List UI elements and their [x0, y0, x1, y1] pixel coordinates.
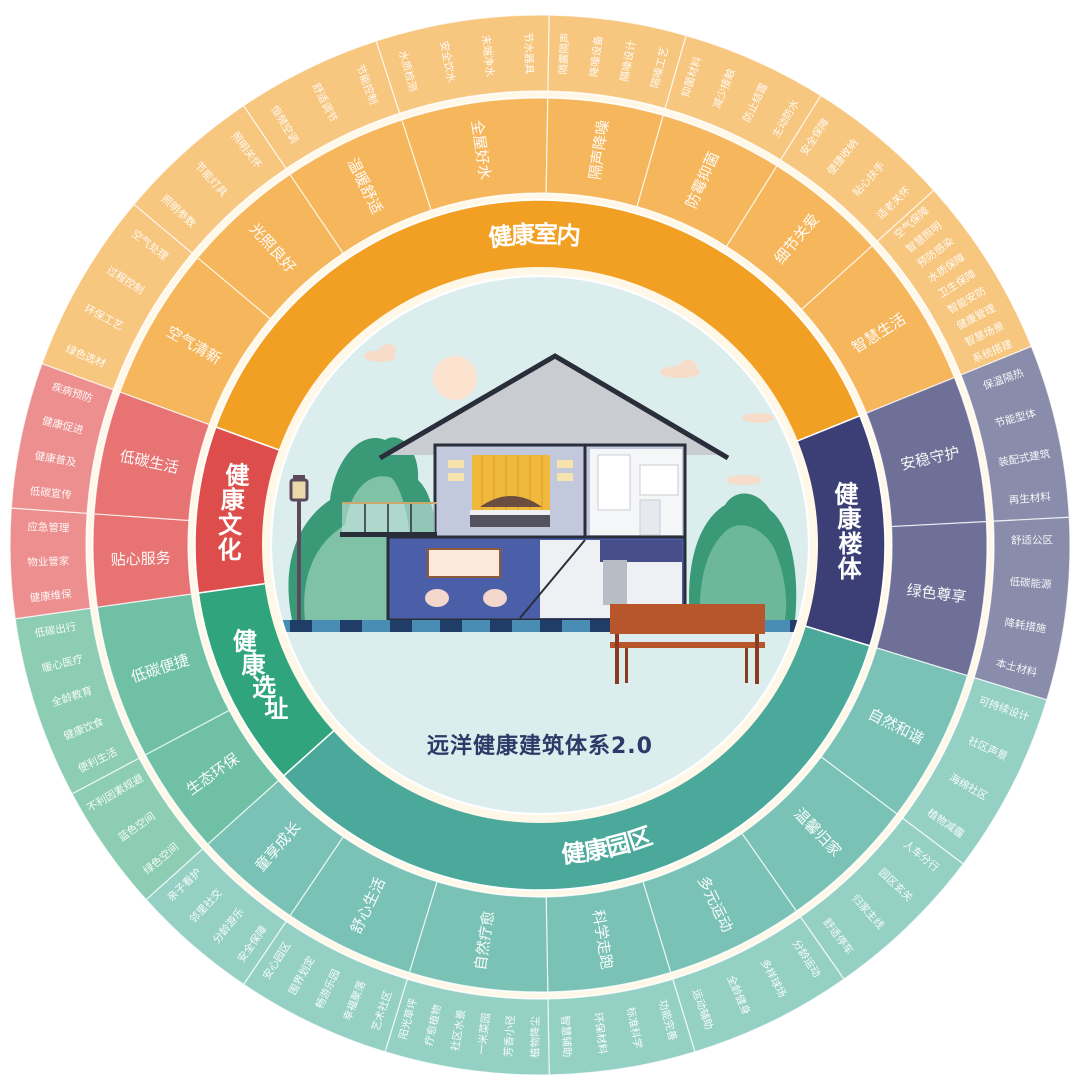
- center-illustration: [272, 277, 808, 813]
- category-label-char: 体: [838, 555, 863, 583]
- category-0: 健康室内空气清新绿色选材环保工艺过程控制空气处理光照良好照明参数节能灯具照明关怀…: [41, 14, 1033, 452]
- item-label: 植物降尘: [529, 1015, 542, 1058]
- item-label: 环保材料: [591, 1012, 609, 1056]
- category-1: 健康楼体安稳守护保温隔热节能型体装配式建筑再生材料绿色尊享舒适公区低碳能源降耗措…: [794, 345, 1071, 701]
- category-label-char: 康: [510, 220, 536, 249]
- category-3: 健康选址生态环保绿色空间蓝色空间不利因素规避低碳便捷便利生活健康饮食全龄教育暖心…: [14, 582, 336, 901]
- category-label-char: 健: [560, 838, 587, 868]
- bench-icon: [610, 604, 765, 684]
- item-label: 一米菜园: [475, 1012, 493, 1055]
- item-label: 舒适公区: [1011, 534, 1053, 547]
- category-label-char: 楼: [838, 530, 862, 558]
- fridge: [603, 560, 627, 605]
- item-group-segment: [10, 362, 115, 514]
- item-label: 低碳宣传: [29, 484, 72, 501]
- category-label-char: 健: [225, 462, 249, 490]
- category-label-char: 室: [534, 220, 559, 248]
- category-label-char: 康: [837, 505, 862, 533]
- subcategory-segment: [93, 391, 210, 522]
- diagram-title: 远洋健康建筑体系2.0: [427, 734, 653, 759]
- category-label-char: 址: [264, 695, 288, 723]
- item-label: 降噪设备: [587, 34, 605, 78]
- rings-layer: 健康室内空气清新绿色选材环保工艺过程控制空气处理光照良好照明参数节能灯具照明关怀…: [8, 13, 1072, 1077]
- category-label-char: 健: [487, 222, 514, 253]
- item-label: 节水器具: [522, 32, 535, 75]
- item-label: 物业管家: [27, 554, 70, 568]
- category-label-char: 康: [242, 651, 267, 679]
- category-label-char: 健: [233, 627, 257, 655]
- item-label: 低碳能源: [1009, 575, 1052, 591]
- item-label: 再生材料: [1008, 490, 1052, 507]
- item-label: 末端净水: [479, 34, 496, 78]
- category-label-char: 健: [834, 480, 858, 508]
- ring-divider: [87, 92, 993, 998]
- house-illustration: [272, 353, 808, 684]
- tree-right-icon: [689, 493, 797, 620]
- bed: [470, 513, 550, 527]
- staircase: [519, 539, 586, 619]
- category-label-char: 内: [555, 221, 581, 251]
- street-lamp-icon: [289, 475, 309, 625]
- item-label: 健康维保: [29, 587, 73, 604]
- category-label-char: 化: [218, 536, 242, 564]
- item-label: 隔震隔声: [557, 32, 572, 75]
- item-label: 智慧辅助: [559, 1015, 574, 1058]
- ring-divider: [262, 267, 818, 823]
- item-label: 芳香小径: [502, 1014, 518, 1057]
- ring-divider: [189, 194, 891, 896]
- category-label-char: 文: [218, 511, 243, 539]
- cloud-icon: [364, 344, 774, 485]
- sun-icon: [433, 356, 477, 400]
- category-2: 健康园区自然和谐可持续设计社区声景海绵社区植物减霾温馨归家人车分行园区玄关归家主…: [145, 624, 1048, 1076]
- item-label: 应急管理: [27, 520, 70, 534]
- roof: [380, 356, 725, 455]
- category-label-char: 康: [221, 486, 246, 514]
- category-label-char: 选: [252, 673, 276, 701]
- wall-painting: [427, 548, 501, 578]
- subcategory-label: 贴心服务: [110, 549, 171, 569]
